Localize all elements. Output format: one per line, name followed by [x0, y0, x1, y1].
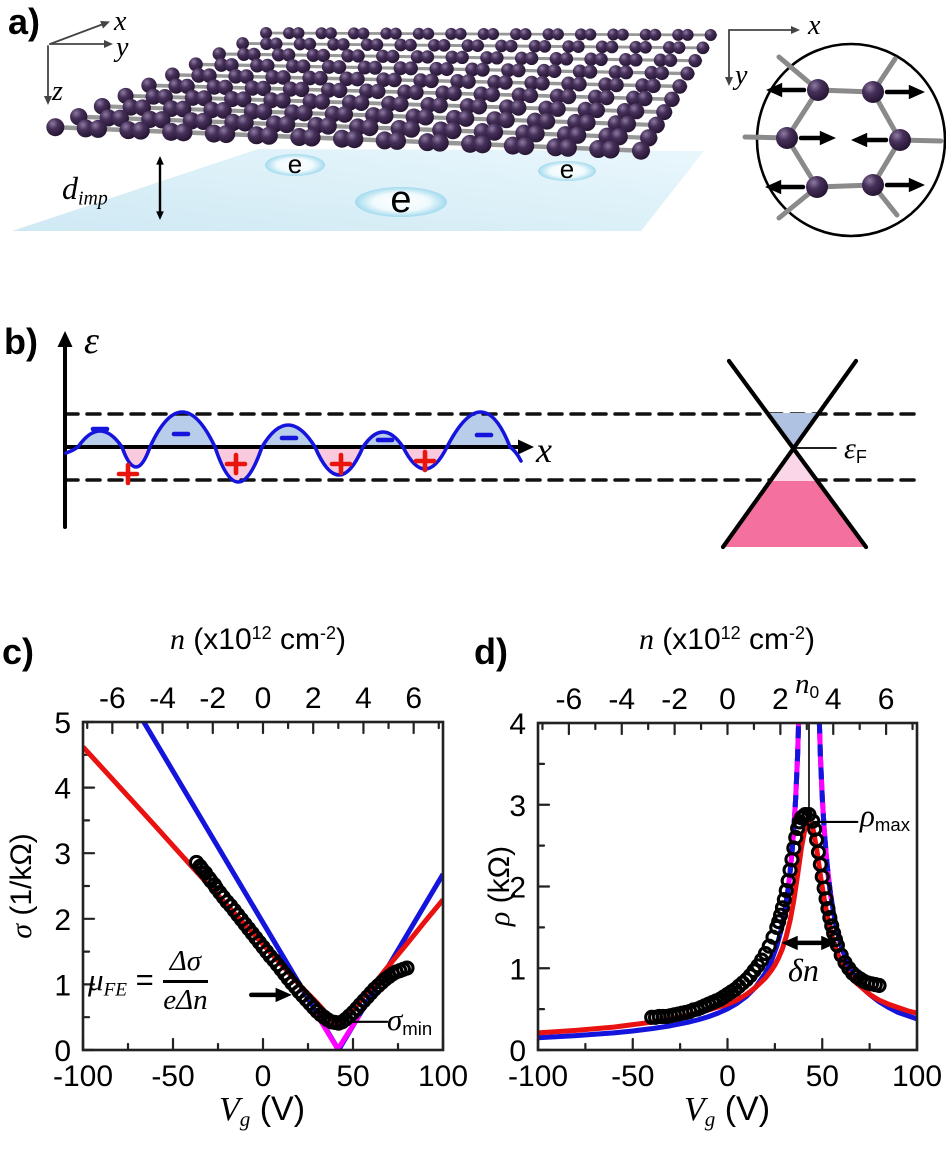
d-top-axis-title: n (x1012 cm-2): [638, 622, 816, 656]
tick-label: -4: [149, 682, 176, 715]
panel-b-potential-fluctuation-diagram: [57, 331, 918, 550]
carbon-atom-row: [141, 77, 680, 107]
boltzmann-linear-theory-right: [816, 723, 917, 1022]
mobility-fraction: Δσ eΔn: [162, 945, 209, 1017]
delta-n-label: δn: [788, 952, 819, 988]
mobility-numerator: Δσ: [162, 945, 209, 984]
dirac-cone-electron-fill: [767, 413, 819, 448]
plot-frame-c: [81, 720, 445, 1052]
tick-label: 0: [509, 1035, 526, 1068]
tick-label: 3: [54, 838, 71, 871]
tick-label: 2: [772, 683, 789, 716]
tick-label: 2: [54, 904, 71, 937]
carbon-atom-row: [117, 87, 673, 121]
mobility-denominator: eΔn: [163, 984, 208, 1017]
d-y-axis-title: ρ (kΩ): [483, 845, 516, 927]
tick-label: 100: [892, 1060, 942, 1093]
impurity-charge-label: e: [390, 179, 412, 221]
rho-max-label: ρmax: [860, 798, 911, 836]
charged-impurity: [265, 154, 325, 176]
tick-label: 2: [305, 682, 322, 715]
tick-label: 6: [405, 682, 422, 715]
field-effect-mobility-formula: μFE = Δσ eΔn: [88, 945, 209, 1017]
panel-b-label: b): [4, 321, 38, 362]
n0-density-label: n0: [795, 668, 820, 702]
tick-label: -4: [608, 683, 635, 716]
data-points-d: [644, 807, 887, 1025]
panel-a-graphene-impurity-illustration: [12, 20, 946, 238]
tick-label: 4: [825, 683, 842, 716]
tick-label: 3: [509, 790, 526, 823]
data-points-c: [188, 854, 415, 1031]
inset-axis-x-label: x: [808, 10, 821, 41]
tick-label: 4: [54, 773, 71, 806]
carbon-atom-row: [236, 37, 710, 55]
tick-label: 1: [54, 969, 71, 1002]
carbon-atom-row: [46, 118, 650, 160]
carbon-atom-row: [165, 67, 688, 94]
tick-label: 0: [255, 682, 272, 715]
tick-label: -50: [611, 1060, 654, 1093]
tick-label: 4: [355, 682, 372, 715]
c-y-axis-title: σ (1/kΩ): [5, 833, 38, 939]
tick-label: 4: [509, 708, 526, 741]
inset-axis-y-label: y: [735, 60, 748, 91]
tick-label: -100: [508, 1060, 568, 1093]
energy-axis-label: ε: [84, 320, 99, 362]
tick-label: 0: [54, 1035, 71, 1068]
plot-frame-d: [536, 721, 919, 1052]
tick-label: 2: [509, 872, 526, 905]
position-axis-label: x: [536, 430, 552, 470]
charged-impurity: [355, 187, 447, 217]
impurity-distance-label: dimp: [62, 170, 108, 210]
impurity-charge-label: e: [559, 154, 575, 184]
tick-label: 0: [719, 1060, 736, 1093]
tick-label: -6: [556, 683, 583, 716]
tick-label: 50: [806, 1060, 839, 1093]
tick-label: 0: [255, 1060, 272, 1093]
impurity-charge-label: e: [287, 149, 303, 179]
a-axis-x-label: x: [114, 6, 127, 37]
tick-label: 100: [418, 1060, 468, 1093]
d-x-axis-title: Vg (V): [683, 1090, 771, 1131]
boltzmann-linear-theory: [140, 722, 443, 1050]
charged-impurity: [538, 161, 596, 181]
carbon-atom-row: [188, 57, 695, 81]
fermi-energy-label: εF: [844, 432, 867, 468]
carbon-atom-row: [260, 27, 717, 41]
panel-a-label: a): [8, 1, 41, 42]
tick-label: 1: [509, 953, 526, 986]
c-x-axis-title: Vg (V): [218, 1090, 306, 1131]
boltzmann-linear-theory-left: [538, 723, 802, 1041]
screened-potential-curve: [64, 410, 523, 484]
panel-d-label: d): [474, 631, 508, 672]
a-axis-z-label: z: [52, 76, 63, 107]
tick-label: 50: [336, 1060, 369, 1093]
plateau-theory: [313, 1011, 362, 1050]
tick-label: -100: [53, 1060, 113, 1093]
a-axis-y-label: y: [116, 32, 129, 63]
mobility-lhs: μFE =: [88, 961, 154, 1000]
tick-label: 6: [878, 683, 895, 716]
c-top-axis-title: n (x1012 cm-2): [169, 622, 347, 656]
divergence-blue-dash-right: [816, 723, 834, 900]
divergence-blue-dash-left: [784, 723, 802, 900]
tick-label: -6: [99, 682, 126, 715]
tick-label: 0: [719, 683, 736, 716]
tick-label: -2: [199, 682, 226, 715]
sigma-min-label: σmin: [387, 1002, 433, 1040]
panel-d-resistivity-chart: -100 -50 0 50 100 0 1 2 3 4 -6 -4 -2 0 2 4 6: [508, 683, 942, 1093]
tick-label: 5: [54, 707, 71, 740]
carbon-atom-row: [212, 47, 702, 68]
substrate-plane: [12, 149, 704, 231]
panel-c-label: c): [2, 631, 35, 672]
tick-label: -50: [151, 1060, 194, 1093]
tick-label: -2: [661, 683, 688, 716]
